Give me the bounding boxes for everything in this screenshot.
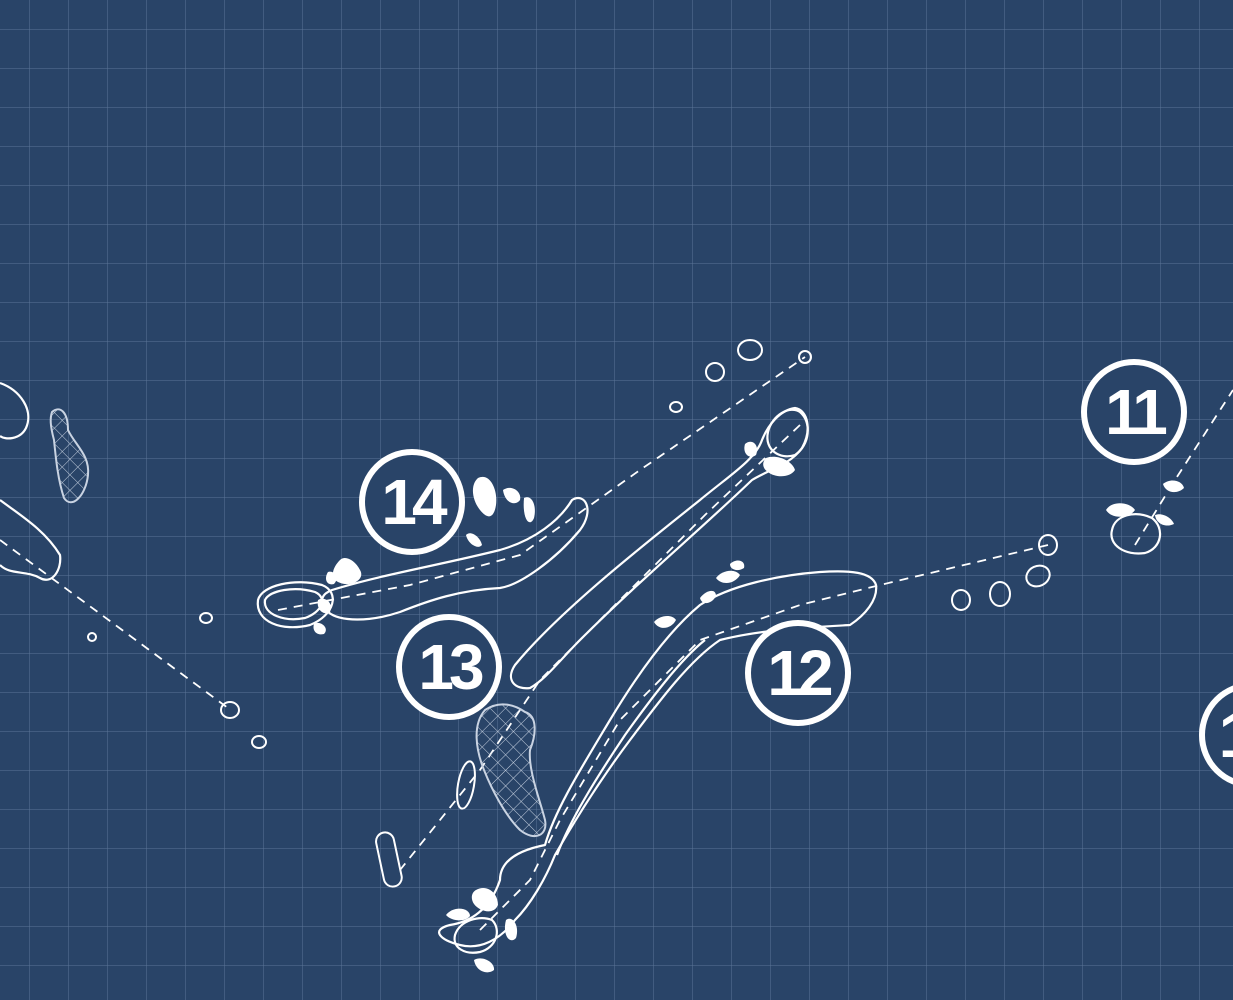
hole-13-green xyxy=(766,408,809,458)
hole-12-green xyxy=(453,917,498,954)
hole-13-badge[interactable]: 13 xyxy=(396,614,502,720)
hole-11 xyxy=(1106,389,1233,555)
hole-1x-badge-partial[interactable]: 1 xyxy=(1199,682,1233,788)
left-edge-features xyxy=(0,381,267,749)
hole-12-badge[interactable]: 12 xyxy=(745,620,851,726)
water-hazard-13 xyxy=(475,703,547,838)
hole-11-number: 11 xyxy=(1105,376,1166,448)
hole-12-number: 12 xyxy=(767,637,832,709)
hole-13 xyxy=(375,406,809,888)
hole-1x-number: 1 xyxy=(1219,699,1233,771)
hole-11-badge[interactable]: 11 xyxy=(1081,359,1187,465)
hole-14-green xyxy=(256,581,334,629)
hole-14-number: 14 xyxy=(381,466,448,538)
hole-14-fairway xyxy=(321,497,589,621)
water-hazard xyxy=(49,408,90,504)
hole-14 xyxy=(256,339,812,635)
hole-13-number: 13 xyxy=(418,631,483,703)
hole-14-badge[interactable]: 14 xyxy=(359,449,465,555)
